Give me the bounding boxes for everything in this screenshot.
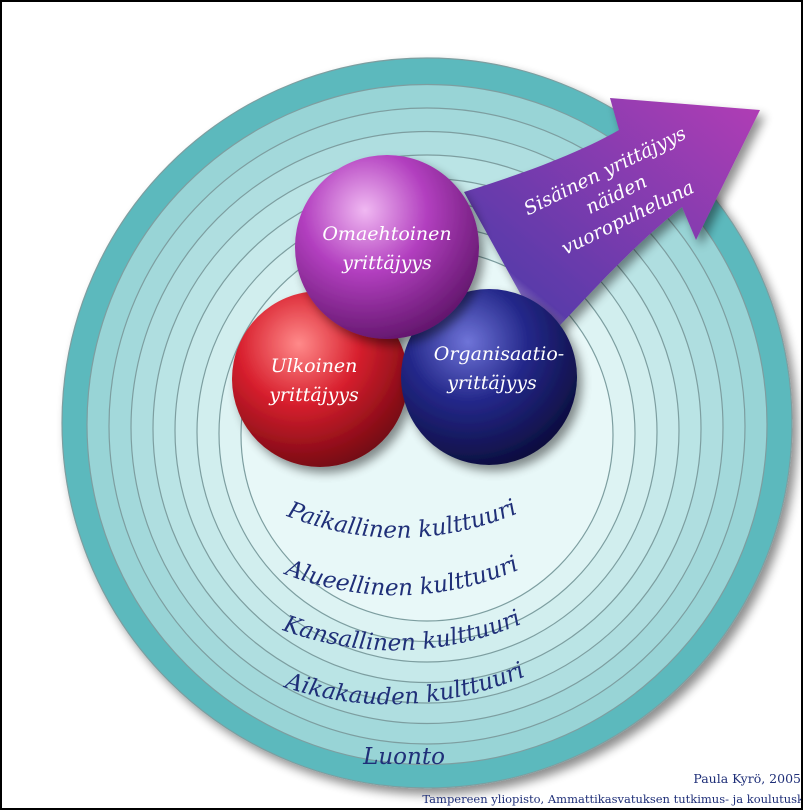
sphere-right — [401, 289, 577, 465]
sphere-top — [295, 155, 479, 339]
ring-label-luonto: Luonto — [362, 744, 445, 770]
sphere-left-label-2: yrittäjyys — [268, 384, 359, 406]
sphere-top-label-1: Omaehtoinen — [322, 223, 451, 245]
credit-author: Paula Kyrö, 2005 — [693, 771, 801, 786]
sphere-right-label-1: Organisaatio- — [434, 343, 564, 365]
sphere-left-label-1: Ulkoinen — [271, 355, 358, 377]
sphere-right-label-2: yrittäjyys — [446, 372, 537, 394]
dialogue-arrow — [464, 98, 760, 340]
sphere-top-label-2: yrittäjyys — [341, 252, 432, 274]
credit-institution: Tampereen yliopisto, Ammattikasvatuksen … — [422, 792, 803, 806]
